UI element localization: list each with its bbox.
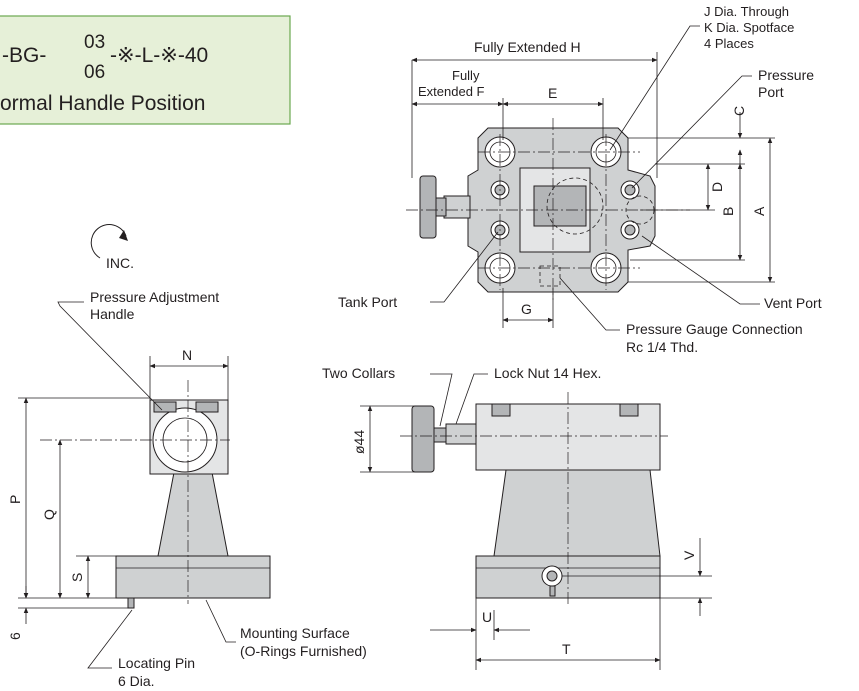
side-base-flange xyxy=(115,555,271,599)
dim-s: S xyxy=(69,573,85,582)
tank-port-label: Tank Port xyxy=(338,294,397,310)
locating-pin-line1: Locating Pin xyxy=(118,655,195,671)
handle-label-line2: Handle xyxy=(90,306,135,322)
k-dia-spotface: K Dia. Spotface xyxy=(704,20,794,35)
top-handle-knob xyxy=(419,175,437,239)
dim-c: C xyxy=(731,106,747,116)
top-handle-stem xyxy=(443,195,471,219)
four-places: 4 Places xyxy=(704,36,754,51)
top-view: Fully Extended H Fully Extended F E C D … xyxy=(338,4,822,355)
dim-t: T xyxy=(562,641,571,657)
dim-p: P xyxy=(7,495,23,504)
dim-n: N xyxy=(182,347,192,363)
rotation-indicator: INC. xyxy=(90,224,134,271)
dim-e: E xyxy=(548,85,557,101)
mounting-surface-line1: Mounting Surface xyxy=(240,625,350,641)
two-collars-label: Two Collars xyxy=(322,365,395,381)
side-pedestal xyxy=(157,461,229,557)
dim-u: U xyxy=(482,609,492,625)
lock-nut-label: Lock Nut 14 Hex. xyxy=(494,365,601,381)
top-valve-core xyxy=(533,185,587,227)
inc-label: INC. xyxy=(106,255,134,271)
dim-a: A xyxy=(751,206,767,216)
side-locating-pin xyxy=(127,597,135,609)
handle-label-line1: Pressure Adjustment xyxy=(90,289,219,305)
dim-fully-extended-f-line2: Extended F xyxy=(418,84,485,99)
front-handle-knob xyxy=(411,405,435,473)
side-view: N P Q S 6 Pressure Adjustment Handle Mou… xyxy=(7,289,367,689)
handle-position-subtitle: ormal Handle Position xyxy=(0,92,205,115)
size-lower: 06 xyxy=(84,62,105,83)
dim-g: G xyxy=(521,301,532,317)
dim-6: 6 xyxy=(7,632,23,640)
front-lock-nut xyxy=(445,423,477,445)
vent-port-label: Vent Port xyxy=(764,295,822,311)
model-prefix: -BG- xyxy=(2,44,46,67)
dim-fully-extended-h: Fully Extended H xyxy=(474,39,581,55)
pressure-port-label-line2: Port xyxy=(758,84,784,100)
size-upper: 03 xyxy=(84,32,105,53)
gauge-connection-line1: Pressure Gauge Connection xyxy=(626,321,803,337)
dim-v: V xyxy=(681,550,697,560)
front-view: ø44 V U T Two Collars Lock Nut 14 Hex. xyxy=(322,365,712,670)
rotation-arrow-icon xyxy=(119,230,128,241)
dim-fully-extended-f-line1: Fully xyxy=(452,68,480,83)
dim-dia-44: ø44 xyxy=(351,430,367,454)
gauge-connection-line2: Rc 1/4 Thd. xyxy=(626,339,698,355)
dim-d: D xyxy=(709,182,725,192)
model-suffix: -※-L-※-40 xyxy=(110,44,208,67)
mounting-surface-line2: (O-Rings Furnished) xyxy=(240,643,367,659)
j-dia-through: J Dia. Through xyxy=(704,4,789,19)
dim-q: Q xyxy=(41,509,57,520)
locating-pin-line2: 6 Dia. xyxy=(118,673,155,689)
front-pedestal xyxy=(493,469,661,557)
pressure-port-label-line1: Pressure xyxy=(758,67,814,83)
dim-b: B xyxy=(720,207,736,216)
front-collars xyxy=(433,427,447,443)
model-title-box: -BG- 03 06 -※-L-※-40 ormal Handle Positi… xyxy=(0,15,291,125)
